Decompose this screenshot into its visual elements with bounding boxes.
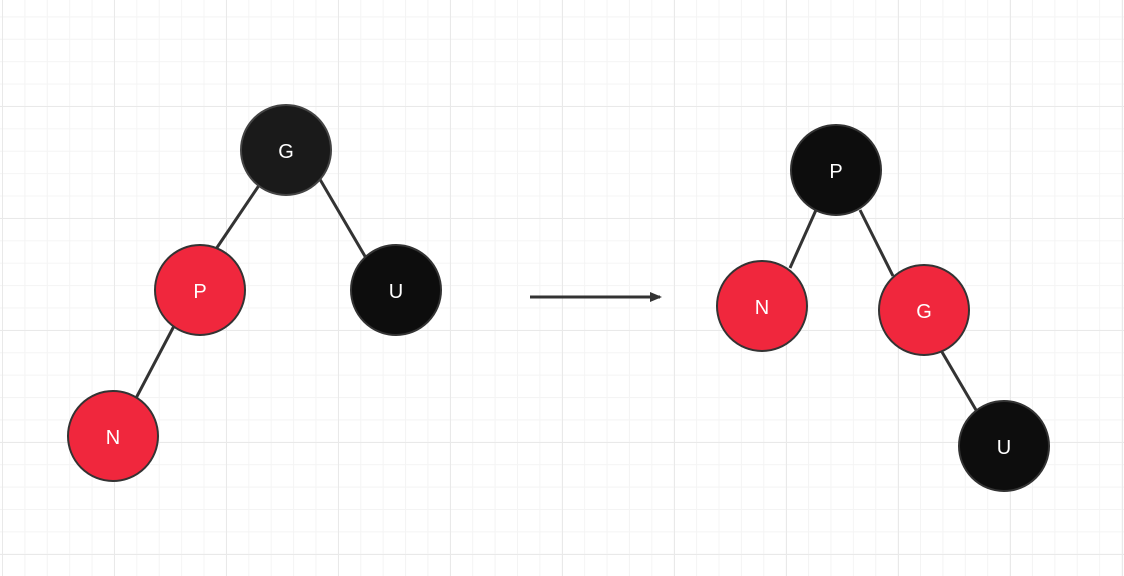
node-g-after-circle (878, 264, 970, 356)
node-n-before: N (67, 390, 159, 482)
after-tree: P N G U (716, 124, 1050, 492)
node-p-before-label: P (193, 281, 206, 303)
node-u-after-label: U (997, 437, 1011, 459)
node-n-after-label: N (755, 297, 769, 319)
node-n-before-circle (67, 390, 159, 482)
node-u-after: U (958, 400, 1050, 492)
node-u-after-circle (958, 400, 1050, 492)
node-n-before-label: N (106, 427, 120, 449)
node-u-before-circle (350, 244, 442, 336)
edge-g-u-after (940, 351, 978, 411)
node-n-after: N (716, 260, 808, 352)
node-g-after: G (878, 264, 970, 356)
node-p-after-circle (790, 124, 882, 216)
node-g-before-circle (240, 104, 332, 196)
edge-p-n-after (788, 209, 818, 269)
edge-p-n-before (132, 325, 176, 403)
node-g-before-label: G (278, 141, 294, 163)
edge-p-g-after (858, 209, 895, 277)
node-g-before: G (240, 104, 332, 196)
edge-g-u-before (316, 175, 368, 259)
node-p-after-label: P (829, 161, 842, 183)
node-p-before-circle (154, 244, 246, 336)
edge-g-p-before (212, 177, 266, 253)
node-n-after-circle (716, 260, 808, 352)
node-u-before-label: U (389, 281, 403, 303)
node-p-after: P (790, 124, 882, 216)
node-g-after-label: G (916, 301, 932, 323)
node-p-before: P (154, 244, 246, 336)
before-tree: G P U N (67, 104, 442, 482)
node-u-before: U (350, 244, 442, 336)
